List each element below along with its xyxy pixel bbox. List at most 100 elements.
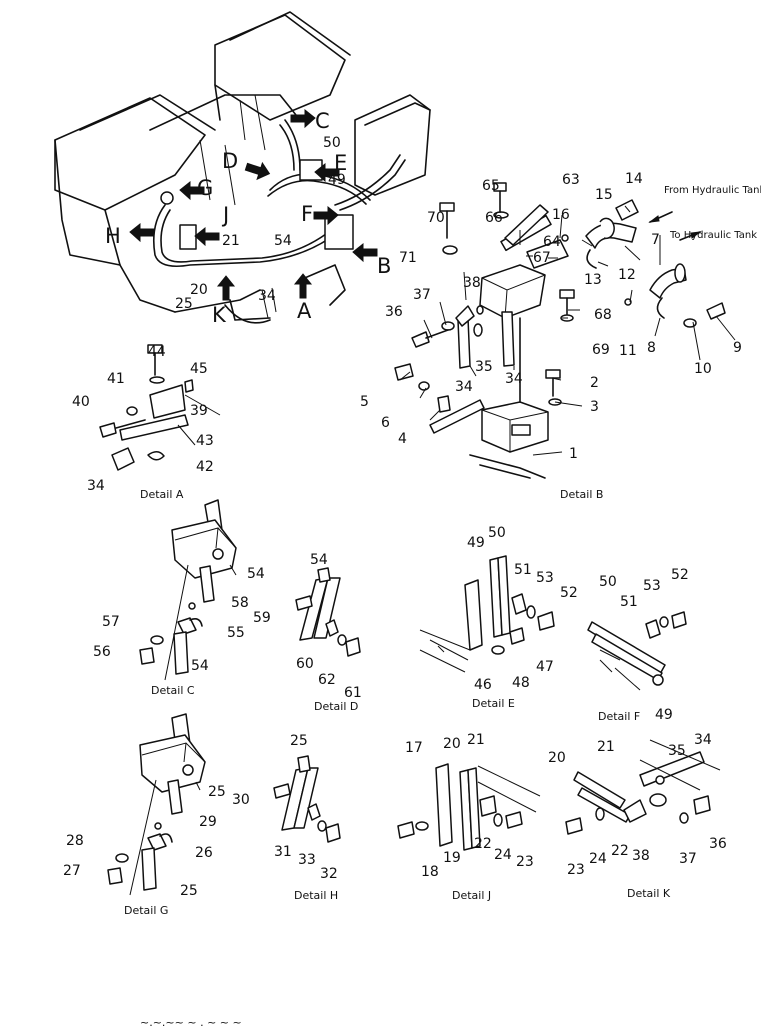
arrow-a	[293, 273, 313, 299]
caption-detail-c: Detail C	[151, 684, 195, 697]
callout-b-12-9: 12	[618, 267, 636, 283]
callout-e-50-1: 50	[488, 525, 506, 541]
detail-e-drawing	[419, 555, 555, 673]
callout-b-14-2: 14	[625, 171, 643, 187]
callout-h-32-4: 32	[320, 866, 338, 882]
callout-e-47-5: 47	[536, 659, 554, 675]
callout-b-64-7: 64	[543, 234, 561, 250]
callout-c-58-1: 58	[231, 595, 249, 611]
callout-d-62-3: 62	[318, 672, 336, 688]
callout-j-22-3: 22	[474, 836, 492, 852]
callout-g-27-4: 27	[63, 863, 81, 879]
callout-k-23-7: 23	[567, 862, 585, 878]
view-letter-a: A	[297, 299, 312, 323]
callout-b-15-3: 15	[595, 187, 613, 203]
callout-k-22-5: 22	[611, 843, 629, 859]
callout-b-7-11: 7	[651, 232, 660, 248]
callout-b-4-27: 4	[398, 431, 407, 447]
callout-k-20-0: 20	[548, 750, 566, 766]
callout-b-71-12: 71	[399, 250, 417, 266]
callout-d-54-0: 54	[310, 552, 328, 568]
callout-d-59-1: 59	[253, 610, 271, 626]
callout-k-36-9: 36	[709, 836, 727, 852]
view-letter-k: K	[212, 303, 227, 327]
callout-b-3-29: 3	[590, 399, 599, 415]
view-letter-e: E	[334, 151, 347, 175]
callout-c-55-3: 55	[227, 625, 245, 641]
detail-c-drawing	[139, 499, 237, 681]
callout-b-38-13: 38	[463, 275, 481, 291]
callout-main-54-3: 54	[274, 233, 292, 249]
callout-b-8-19: 8	[647, 340, 656, 356]
callout-e-53-3: 53	[536, 570, 554, 586]
arrow-f	[313, 205, 339, 226]
callout-d-61-4: 61	[344, 685, 362, 701]
callout-j-17-0: 17	[405, 740, 423, 756]
view-letter-c: C	[315, 109, 330, 133]
callout-k-21-1: 21	[597, 739, 615, 755]
callout-j-20-1: 20	[443, 736, 461, 752]
callout-main-49-1: 49	[328, 172, 346, 188]
callout-h-25-0: 25	[290, 733, 308, 749]
arrow-k	[216, 275, 236, 301]
caption-detail-e: Detail E	[472, 697, 515, 710]
arrow-g	[179, 180, 205, 201]
callout-j-21-2: 21	[467, 732, 485, 748]
callout-main-20-4: 20	[190, 282, 208, 298]
caption-layer: Detail A Detail B Detail C Detail D Detail E…	[124, 488, 671, 917]
callout-k-34-3: 34	[694, 732, 712, 748]
callout-b-67-8: 67	[533, 250, 551, 266]
callout-f-50-0: 50	[599, 574, 617, 590]
caption-detail-d: Detail D	[314, 700, 358, 713]
callout-j-23-5: 23	[516, 854, 534, 870]
caption-detail-k: Detail K	[627, 887, 671, 900]
callout-a-43-5: 43	[196, 433, 214, 449]
arrow-h	[129, 222, 155, 243]
detail-b-drawing	[394, 182, 736, 479]
callout-k-38-6: 38	[632, 848, 650, 864]
view-letter-f: F	[301, 202, 313, 226]
callout-c-54-0: 54	[247, 566, 265, 582]
callout-c-56-4: 56	[93, 644, 111, 660]
callout-h-31-2: 31	[274, 844, 292, 860]
callout-main-25-6: 25	[175, 296, 193, 312]
detail-h-drawing	[273, 755, 341, 843]
callout-b-5-25: 5	[360, 394, 369, 410]
callout-a-42-6: 42	[196, 459, 214, 475]
detail-g-drawing	[107, 713, 206, 896]
callout-b-66-6: 66	[485, 210, 503, 226]
callout-b-63-1: 63	[562, 172, 580, 188]
callout-f-49-4: 49	[655, 707, 673, 723]
detail-j-drawing	[397, 763, 541, 851]
callout-f-53-1: 53	[643, 578, 661, 594]
callout-a-45-1: 45	[190, 361, 208, 377]
callout-g-25-5: 25	[180, 883, 198, 899]
callout-b-68-16: 68	[594, 307, 612, 323]
caption-detail-a: Detail A	[140, 488, 184, 501]
arrow-b	[352, 242, 378, 263]
callout-e-46-6: 46	[474, 677, 492, 693]
callout-f-52-2: 52	[671, 567, 689, 583]
callout-b-6-26: 6	[381, 415, 390, 431]
callout-j-18-6: 18	[421, 864, 439, 880]
detail-k-drawing	[565, 739, 721, 835]
callout-f-51-3: 51	[620, 594, 638, 610]
arrow-c	[290, 108, 316, 129]
callout-j-19-7: 19	[443, 850, 461, 866]
view-letter-h: H	[105, 224, 121, 248]
footer-drawing-number: ~.~.~~ ~ . ~ ~ ~	[140, 1016, 242, 1028]
note-to-hydraulic-tank: To Hydraulic Tank	[669, 230, 757, 241]
callout-g-25-0: 25	[208, 784, 226, 800]
view-letter-j: J	[221, 203, 229, 227]
callout-a-40-4: 40	[72, 394, 90, 410]
callout-b-10-21: 10	[694, 361, 712, 377]
callout-b-1-30: 1	[569, 446, 578, 462]
caption-detail-g: Detail G	[124, 904, 168, 917]
callout-b-35-22: 35	[475, 359, 493, 375]
caption-detail-b: Detail B	[560, 488, 603, 501]
arrow-e	[314, 162, 340, 183]
callout-d-60-2: 60	[296, 656, 314, 672]
